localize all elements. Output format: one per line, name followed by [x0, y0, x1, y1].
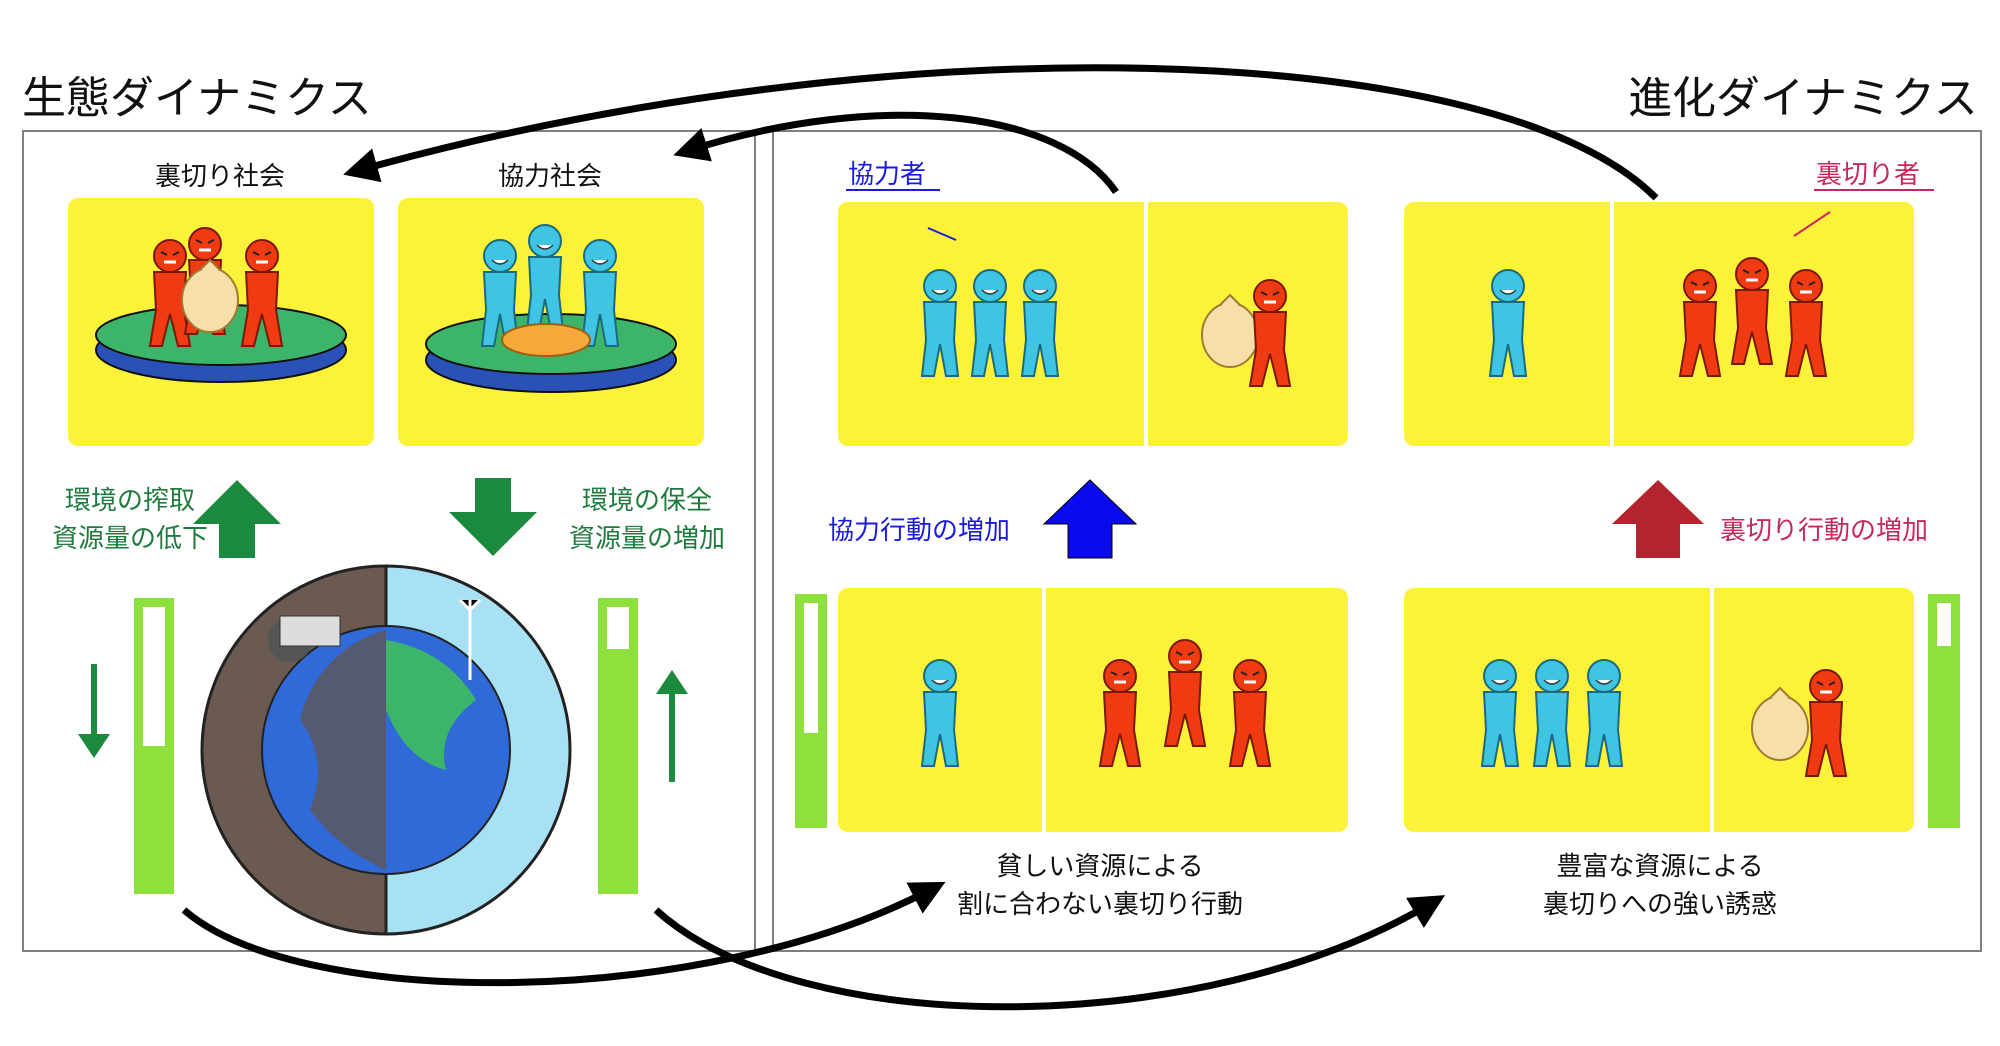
resource-bar-poor [795, 594, 827, 828]
poor-caption-line1: 貧しい資源による [996, 852, 1204, 882]
coop-increase-arrow [1042, 479, 1138, 559]
down-arrow-conservation [449, 478, 537, 556]
earth-icon [200, 564, 572, 936]
cooperator-label: 協力者 [848, 160, 927, 190]
resource-bar-rich [1928, 594, 1960, 828]
resource-bar-low-empty [143, 607, 165, 746]
top-right-scene [1404, 202, 1914, 446]
feedback-arrow-bottom-inner [181, 881, 946, 987]
rich-caption-line1: 豊富な資源による [1556, 852, 1764, 882]
resource-bar-low [134, 598, 174, 894]
defect-increase-label: 裏切り行動の増加 [1720, 516, 1929, 546]
ecological-dynamics-title: 生態ダイナミクス [22, 73, 372, 124]
cooperator-society-label: 協力社会 [497, 162, 602, 192]
exploitation-line2: 資源量の低下 [51, 524, 208, 554]
poor-caption-line2: 割に合わない裏切り行動 [956, 890, 1243, 920]
defector-label: 裏切り者 [1816, 160, 1921, 190]
evolutionary-dynamics-title: 進化ダイナミクス [1628, 73, 1978, 124]
exploitation-caption: 環境の搾取 資源量の低下 [40, 482, 220, 558]
conservation-line1: 環境の保全 [581, 486, 712, 516]
exploitation-line1: 環境の搾取 [64, 486, 195, 516]
feedback-arrow-bottom-outer [653, 895, 1446, 1011]
resource-bar-poor-empty [804, 603, 818, 733]
coop-increase-label: 協力行動の増加 [828, 516, 1011, 546]
rich-caption-line2: 裏切りへの強い誘惑 [1542, 890, 1777, 920]
poor-resource-caption: 貧しい資源による 割に合わない裏切り行動 [900, 848, 1300, 924]
resource-bar-rich-empty [1937, 603, 1951, 646]
defect-increase-arrow [1612, 480, 1704, 558]
up-thin-arrow [656, 670, 688, 694]
rich-resource-caption: 豊富な資源による 裏切りへの強い誘惑 [1460, 848, 1860, 924]
defector-society-scene [95, 226, 347, 383]
conservation-line2: 資源量の増加 [568, 524, 725, 554]
cooperator-society-scene [425, 224, 677, 393]
feedback-arrow-top-inner [673, 111, 1119, 194]
resource-bar-high [598, 598, 638, 894]
feedback-arrow-top-outer [343, 64, 1659, 201]
conservation-caption: 環境の保全 資源量の増加 [552, 482, 742, 558]
resource-bar-high-empty [607, 607, 629, 649]
up-arrow-exploitation [193, 480, 281, 558]
down-thin-arrow [78, 734, 110, 758]
defector-society-label: 裏切り社会 [154, 162, 285, 192]
